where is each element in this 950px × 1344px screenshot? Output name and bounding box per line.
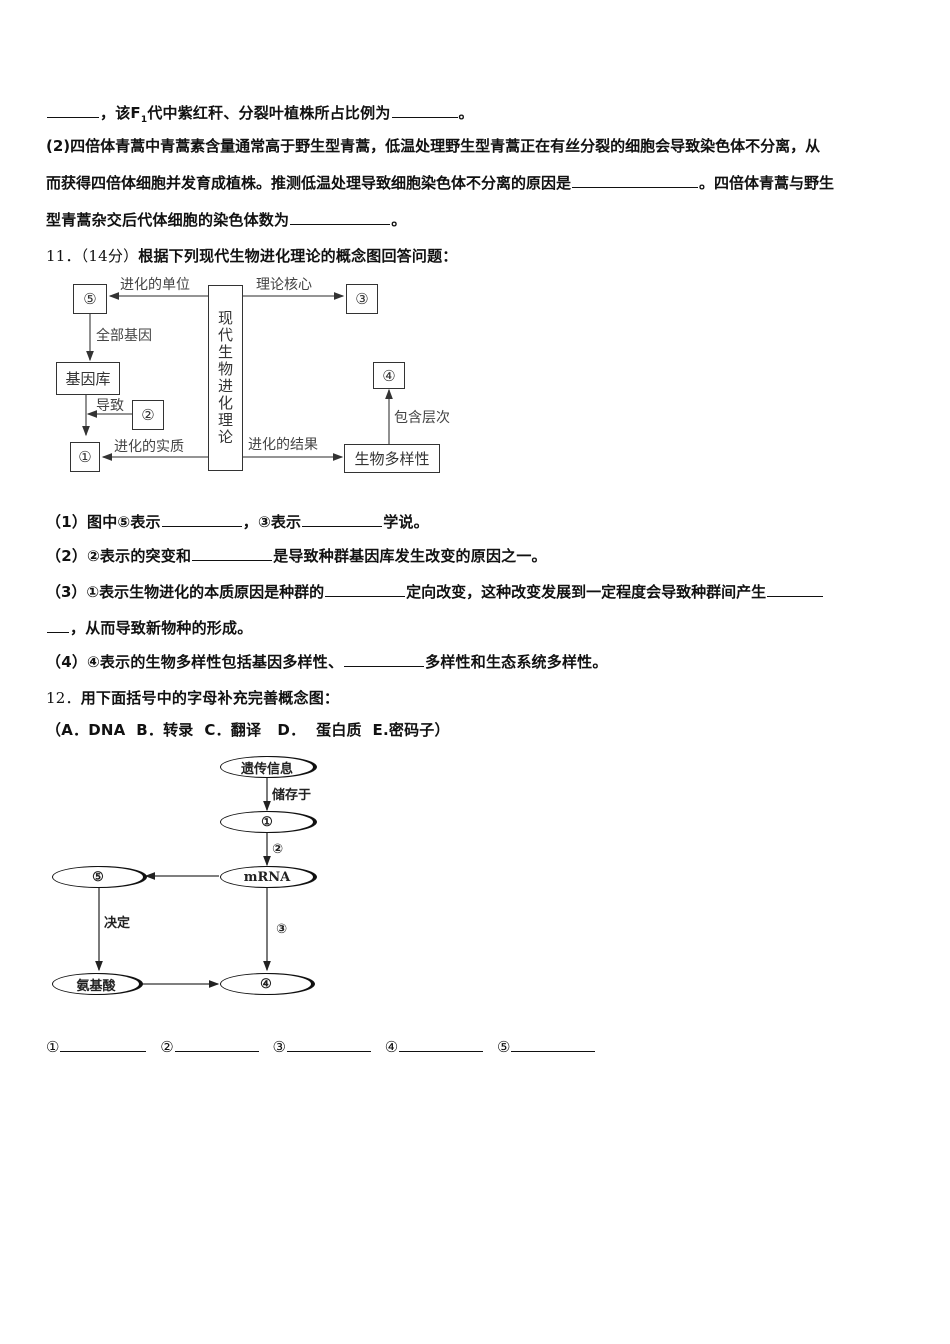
- subscript: 1: [140, 115, 148, 125]
- answer-3: ③: [272, 1037, 371, 1057]
- label-three: ③: [276, 922, 288, 937]
- label-unit: 进化的单位: [120, 277, 190, 293]
- answer-blank[interactable]: [572, 173, 699, 188]
- node-one: ①: [220, 811, 314, 833]
- evolution-concept-diagram: ⑤ 现代生物进化理论 ③ 基因库 ② ① ④ 生物多样性 进化的单位 理论核心 …: [50, 272, 470, 482]
- center-label: 现代生物进化理论: [216, 310, 234, 446]
- label-core: 理论核心: [256, 277, 312, 293]
- q11-heading: 11．（14分）根据下列现代生物进化理论的概念图回答问题：: [46, 246, 457, 266]
- answer-label: ①: [46, 1038, 60, 1056]
- text: 是导致种群基因库发生改变的原因之一。: [273, 547, 547, 565]
- box-three: ③: [346, 284, 378, 314]
- q12-answer-blanks: ① ② ③ ④ ⑤: [46, 1037, 604, 1057]
- answer-4: ④: [385, 1037, 484, 1057]
- label-levels: 包含层次: [394, 410, 450, 426]
- question-prompt: 用下面括号中的字母补充完善概念图：: [80, 689, 340, 707]
- text: ，该F: [100, 104, 141, 122]
- text: ，③表示: [242, 513, 302, 531]
- node-four: ④: [220, 973, 312, 995]
- center-box: 现代生物进化理论: [208, 285, 243, 471]
- box-four: ④: [373, 362, 405, 389]
- box-two: ②: [132, 400, 164, 430]
- q11-sub-1: （1）图中⑤表示 ，③表示 学说。: [46, 512, 429, 532]
- q10-part2-line-3: 型青蒿杂交后代体细胞的染色体数为 。: [46, 210, 406, 230]
- answer-blank[interactable]: [290, 210, 391, 225]
- answer-blank[interactable]: [767, 582, 824, 597]
- q11-sub-3-cont: ，从而导致新物种的形成。: [46, 618, 252, 638]
- text: 学说。: [383, 513, 429, 531]
- label-stored-in: 储存于: [272, 788, 312, 803]
- node-amino-acid: 氨基酸: [52, 973, 140, 995]
- text: 定向改变，这种改变发展到一定程度会导致种群间产生: [406, 583, 767, 601]
- text: 。四倍体青蒿与野生: [699, 174, 835, 192]
- answer-blank[interactable]: [302, 512, 383, 527]
- label-essence: 进化的实质: [114, 439, 184, 455]
- text: 而获得四倍体细胞并发育成植株。推测低温处理导致细胞染色体不分离的原因是: [46, 174, 572, 192]
- q10-line-1: ，该F1代中紫红秆、分裂叶植株所占比例为 。: [46, 103, 474, 130]
- answer-blank[interactable]: [161, 512, 242, 527]
- text: ，从而导致新物种的形成。: [70, 619, 253, 637]
- text: 代中紫红秆、分裂叶植株所占比例为: [147, 104, 391, 122]
- label-determines: 决定: [104, 916, 131, 931]
- diagram-arrows: [95, 778, 271, 988]
- answer-label: ③: [272, 1038, 286, 1056]
- label-result: 进化的结果: [248, 437, 318, 453]
- answer-blank[interactable]: [174, 1037, 259, 1052]
- box-gene-pool: 基因库: [56, 362, 120, 395]
- answer-2: ②: [160, 1037, 259, 1057]
- box-biodiversity: 生物多样性: [344, 444, 440, 473]
- text: （3）①表示生物进化的本质原因是种群的: [46, 583, 325, 601]
- node-genetic-info: 遗传信息: [220, 756, 314, 778]
- question-number: 11．（14分）: [46, 247, 139, 265]
- text: （4）④表示的生物多样性包括基因多样性、: [46, 653, 344, 671]
- answer-1: ①: [46, 1037, 147, 1057]
- box-one: ①: [70, 442, 100, 472]
- q12-heading: 12．用下面括号中的字母补充完善概念图：: [46, 688, 339, 708]
- answer-blank[interactable]: [391, 103, 458, 118]
- q10-part2-line-2: 而获得四倍体细胞并发育成植株。推测低温处理导致细胞染色体不分离的原因是 。四倍体青…: [46, 173, 834, 193]
- text: 。: [458, 104, 474, 122]
- box-five: ⑤: [73, 284, 107, 314]
- text: （1）图中⑤表示: [46, 513, 161, 531]
- answer-blank[interactable]: [399, 1037, 484, 1052]
- answer-label: ④: [384, 1038, 399, 1056]
- answer-blank[interactable]: [47, 103, 99, 118]
- label-cause: 导致: [96, 398, 124, 414]
- label-two: ②: [272, 842, 284, 857]
- answer-label: ⑤: [496, 1038, 511, 1056]
- q11-sub-4: （4）④表示的生物多样性包括基因多样性、 多样性和生态系统多样性。: [46, 652, 608, 672]
- node-five: ⑤: [52, 866, 144, 888]
- diagram-arrows: [82, 292, 393, 461]
- text: 。: [391, 211, 407, 229]
- q12-options: （A．DNA B．转录 C．翻译 D． 蛋白质 E.密码子）: [46, 721, 450, 739]
- question-number: 12．: [46, 689, 81, 707]
- answer-blank[interactable]: [60, 1037, 147, 1052]
- node-mrna: mRNA: [220, 866, 314, 888]
- answer-5: ⑤: [497, 1037, 596, 1057]
- label-all-genes: 全部基因: [96, 328, 152, 344]
- question-prompt: 根据下列现代生物进化理论的概念图回答问题：: [138, 247, 458, 265]
- answer-blank[interactable]: [286, 1037, 371, 1052]
- answer-label: ②: [160, 1038, 174, 1056]
- answer-blank[interactable]: [344, 652, 425, 667]
- text: 型青蒿杂交后代体细胞的染色体数为: [46, 211, 290, 229]
- text: （2）②表示的突变和: [46, 547, 192, 565]
- q10-part2-line-1: (2)四倍体青蒿中青蒿素含量通常高于野生型青蒿，低温处理野生型青蒿正在有丝分裂的…: [46, 137, 821, 155]
- q11-sub-2: （2）②表示的突变和 是导致种群基因库发生改变的原因之一。: [46, 546, 547, 566]
- answer-blank-cont[interactable]: [47, 618, 69, 633]
- answer-blank[interactable]: [511, 1037, 596, 1052]
- gene-expression-concept-diagram: 遗传信息 ① mRNA ⑤ 氨基酸 ④ 储存于 ② 决定 ③: [44, 748, 344, 1004]
- text: 多样性和生态系统多样性。: [425, 653, 608, 671]
- answer-blank[interactable]: [325, 582, 406, 597]
- q11-sub-3: （3）①表示生物进化的本质原因是种群的 定向改变，这种改变发展到一定程度会导致种群…: [46, 582, 824, 602]
- answer-blank[interactable]: [192, 546, 273, 561]
